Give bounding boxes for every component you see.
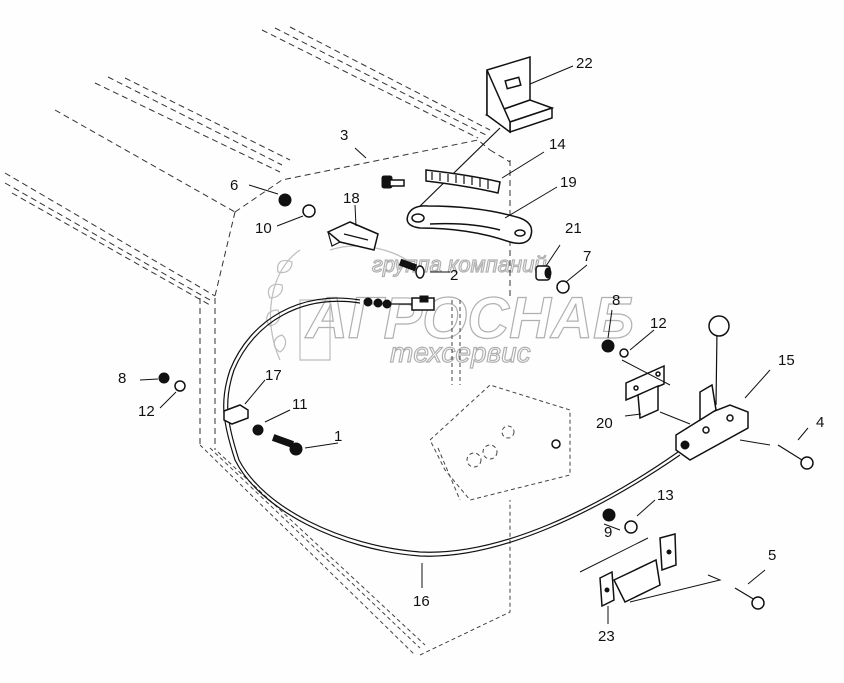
part-8-nut-left <box>158 372 170 384</box>
part-1-bolt <box>271 434 303 456</box>
part-15-lever-housing <box>675 315 749 461</box>
part-7-nut <box>556 280 570 294</box>
callout-14: 14 <box>549 136 566 153</box>
callout-8-right: 8 <box>612 292 620 309</box>
callout-4: 4 <box>816 414 824 431</box>
part-21-spacer <box>535 265 552 281</box>
watermark-line1: группа компаний <box>372 252 547 277</box>
callout-11: 11 <box>292 396 308 413</box>
callout-2: 2 <box>450 267 458 284</box>
callout-23: 23 <box>598 628 615 645</box>
part-11-washer <box>252 424 264 436</box>
part-3-bolt <box>381 175 405 189</box>
watermark-line2: АГРОСНАБ <box>304 286 634 351</box>
part-18-slotted-bracket <box>326 221 379 251</box>
part-19-slotted-plate <box>406 205 533 245</box>
callout-17: 17 <box>265 367 282 384</box>
callout-21: 21 <box>565 220 582 237</box>
part-22-angle-bracket <box>415 55 555 211</box>
callout-5: 5 <box>768 547 776 564</box>
part-2-bolt <box>398 258 425 279</box>
callout-7: 7 <box>583 248 591 265</box>
part-9-nut <box>602 508 616 522</box>
part-6-nut <box>278 193 292 207</box>
callout-10: 10 <box>255 220 272 237</box>
callout-22: 22 <box>576 55 593 72</box>
part-13-washer <box>624 520 638 534</box>
callout-20: 20 <box>596 415 613 432</box>
part-14-scale-strip <box>425 169 501 194</box>
part-4-bolt <box>777 444 814 470</box>
part-10-washer <box>302 204 316 218</box>
part-20-plate <box>625 364 665 420</box>
callout-13: 13 <box>657 487 674 504</box>
part-12-washer-right <box>619 348 629 358</box>
callout-1: 1 <box>334 428 342 445</box>
callout-12-right: 12 <box>650 315 667 332</box>
callout-9: 9 <box>604 524 612 541</box>
callout-3: 3 <box>340 127 348 144</box>
callout-19: 19 <box>560 174 577 191</box>
callout-15: 15 <box>778 352 795 369</box>
part-23-bracket <box>579 533 722 608</box>
callout-16: 16 <box>413 593 430 610</box>
watermark: группа компаний АГРОСНАБ техсервис <box>266 245 635 369</box>
callout-8-left: 8 <box>118 370 126 387</box>
callout-6: 6 <box>230 177 238 194</box>
callout-18: 18 <box>343 190 360 207</box>
part-17-clamp <box>223 404 249 425</box>
part-12-washer-left <box>174 380 186 392</box>
leader-lines <box>139 65 809 624</box>
callout-12-left: 12 <box>138 403 155 420</box>
part-5-bolt <box>734 587 765 610</box>
cable-end-connector <box>363 295 435 311</box>
part-16-cable <box>223 297 681 557</box>
part-8-nut-right <box>601 339 615 353</box>
callout-labels: 1 2 3 4 5 6 7 8 8 9 10 11 12 12 13 14 15… <box>118 55 824 645</box>
